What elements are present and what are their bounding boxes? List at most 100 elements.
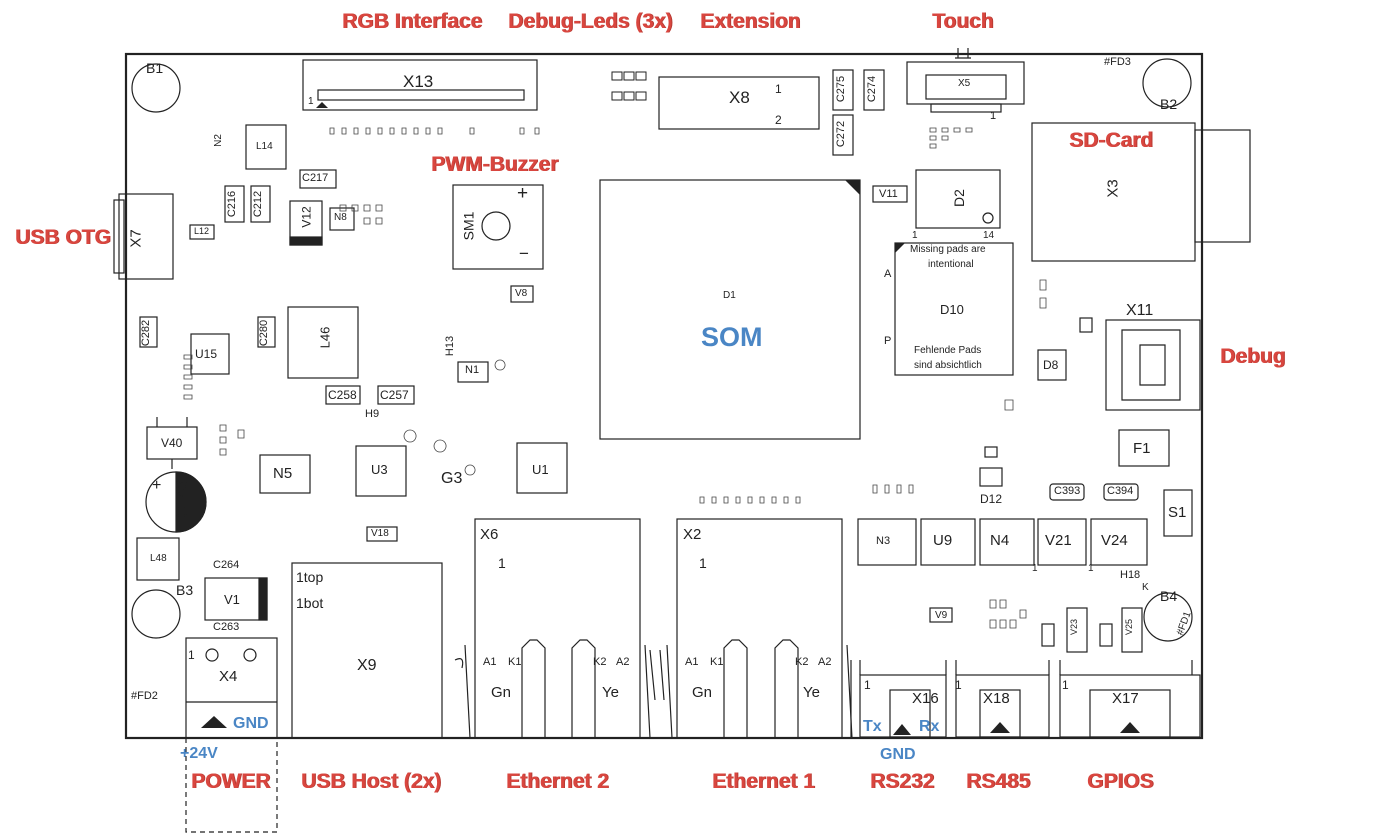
annotation-usb-host: USB Host (2x) [301, 770, 442, 793]
label-d8: D8 [1043, 358, 1059, 372]
label-v21-pin1: 1 [1032, 563, 1038, 574]
label-x7: X7 [127, 229, 145, 248]
label-x2-gn: Gn [692, 684, 713, 701]
label-sm1-minus: − [519, 244, 529, 263]
label-v9: V9 [935, 610, 948, 621]
label-fd2: #FD2 [131, 690, 158, 702]
ic-d2 [915, 169, 1001, 229]
label-x16-pin1: 1 [864, 678, 871, 692]
label-c280: C280 [258, 319, 271, 347]
connector-x7-usbotg [118, 193, 174, 280]
label-d1: D1 [723, 290, 736, 301]
annotation-usb-otg: USB OTG [15, 226, 111, 249]
connector-x9-usbhost [291, 562, 443, 739]
mount-hole-b3 [131, 589, 181, 639]
connector-x8 [658, 76, 820, 130]
mount-hole-b1 [131, 63, 181, 113]
label-n8: N8 [334, 212, 347, 223]
label-x2-k2: K2 [795, 656, 809, 668]
label-c217: C217 [302, 172, 329, 184]
label-sm1-plus: + [517, 183, 529, 204]
note-absichtlich: sind absichtlich [914, 360, 982, 371]
cap-c274 [863, 69, 885, 111]
label-d10-p: P [884, 335, 892, 347]
label-x18-pin1: 1 [955, 678, 962, 692]
label-v18: V18 [371, 528, 389, 539]
inductor-l14 [245, 124, 287, 170]
label-x6: X6 [480, 526, 499, 543]
ic-n1 [457, 361, 489, 383]
label-s1: S1 [1168, 504, 1187, 521]
label-g3: G3 [441, 470, 463, 487]
signal-gnd-power: GND [233, 715, 269, 732]
label-x5: X5 [958, 78, 971, 89]
label-d12: D12 [980, 492, 1003, 506]
label-c274: C274 [866, 75, 879, 103]
label-x8: X8 [729, 88, 750, 107]
label-v23: V23 [1069, 618, 1080, 636]
ic-u1 [516, 442, 568, 494]
board-outline [124, 52, 1204, 740]
label-x6-k2: K2 [593, 656, 607, 668]
ic-v21 [1037, 518, 1087, 566]
label-fd3: #FD3 [1104, 56, 1131, 68]
inductor-l48 [136, 537, 180, 581]
label-h18: H18 [1120, 569, 1141, 581]
cap-c272 [832, 114, 854, 156]
connector-x13 [302, 59, 538, 111]
label-x6-a2: A2 [616, 656, 630, 668]
ic-n3 [857, 518, 917, 566]
label-x9: X9 [357, 657, 377, 674]
label-v25: V25 [1124, 618, 1135, 636]
label-c143: C143 [174, 479, 192, 519]
label-n3: N3 [876, 535, 891, 547]
label-u3: U3 [371, 462, 388, 477]
ic-n4 [979, 518, 1035, 566]
label-x3: X3 [1104, 179, 1122, 198]
label-c275: C275 [835, 75, 848, 103]
ic-u9 [920, 518, 976, 566]
connector-x4-power [185, 637, 278, 739]
connector-x11 [1105, 319, 1201, 411]
label-c272: C272 [835, 120, 848, 148]
annotation-ethernet1: Ethernet 1 [712, 770, 815, 793]
annotation-debug-leds: Debug-Leds (3x) [508, 10, 673, 33]
label-x16: X16 [912, 690, 939, 707]
label-x6-pin1: 1 [498, 555, 506, 571]
label-d2-pin14: 14 [983, 230, 995, 241]
label-x2-a1: A1 [685, 656, 699, 668]
signal-tx: Tx [863, 718, 882, 735]
label-b3: B3 [176, 582, 194, 598]
label-v1: V1 [224, 592, 240, 607]
label-c264: C264 [213, 559, 240, 571]
label-b2: B2 [1160, 96, 1178, 112]
label-v11: V11 [879, 188, 898, 200]
label-c394: C394 [1107, 485, 1134, 497]
label-n5: N5 [273, 465, 293, 482]
ic-d8 [1037, 349, 1067, 381]
buzzer-sm1 [452, 184, 544, 270]
label-l48: L48 [150, 553, 167, 564]
switch-s1 [1163, 489, 1193, 537]
mount-hole-b4 [1143, 592, 1193, 642]
fuse-f1 [1118, 429, 1170, 467]
ic-u3 [355, 445, 407, 497]
label-v8: V8 [515, 288, 528, 299]
label-d10: D10 [940, 302, 964, 317]
label-v12: V12 [299, 206, 314, 228]
som-d1 [599, 179, 861, 440]
label-c216: C216 [226, 190, 239, 218]
label-x17: X17 [1112, 690, 1139, 707]
label-v40: V40 [161, 436, 183, 450]
label-b4: B4 [1160, 588, 1178, 604]
label-x6-gn: Gn [491, 684, 512, 701]
label-x9-top: 1top [296, 569, 324, 585]
label-v24-pin1: 1 [1088, 563, 1094, 574]
label-d2: D2 [950, 189, 967, 207]
label-x2: X2 [683, 526, 702, 543]
label-h9: H9 [365, 408, 380, 420]
label-x9-bot: 1bot [296, 595, 324, 611]
power-connector-tab [185, 738, 278, 833]
label-x4: X4 [219, 668, 238, 685]
